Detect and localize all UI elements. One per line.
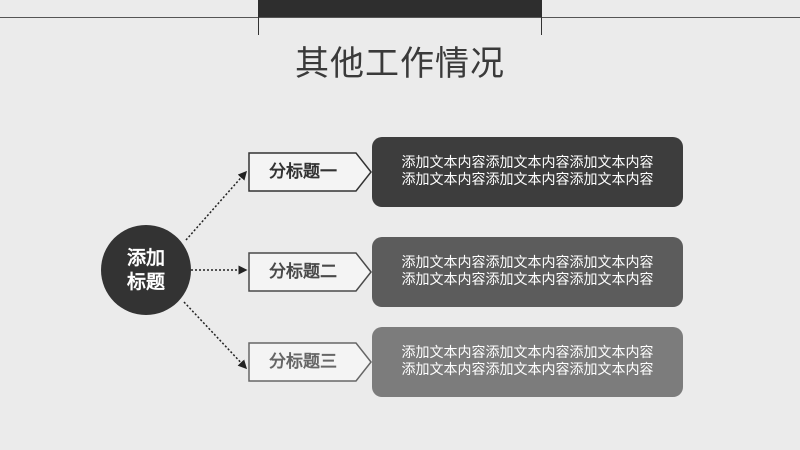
header-rule [0,17,800,18]
content-line-1: 添加文本内容添加文本内容添加文本内容 [401,255,654,271]
header-tick-right [541,17,542,35]
subtitle-tag-3: 分标题三 [248,342,372,382]
content-box-2: 添加文本内容添加文本内容添加文本内容 添加文本内容添加文本内容添加文本内容 [372,237,683,307]
arrow-tag-shape [248,252,372,292]
subtitle-label: 分标题一 [269,162,337,182]
content-line-1: 添加文本内容添加文本内容添加文本内容 [401,345,654,361]
subtitle-tag-1: 分标题一 [248,152,372,192]
content-line-1: 添加文本内容添加文本内容添加文本内容 [401,155,654,171]
content-line-2: 添加文本内容添加文本内容添加文本内容 [401,172,654,188]
content-box-1: 添加文本内容添加文本内容添加文本内容 添加文本内容添加文本内容添加文本内容 [372,137,683,207]
header-tick-left [258,17,259,35]
center-line-1: 添加 [126,247,165,269]
subtitle-tag-2: 分标题二 [248,252,372,292]
connector-3 [183,301,248,370]
header-bar [258,0,542,17]
connector-1 [185,170,247,241]
page-title: 其他工作情况 [295,44,505,84]
content-line-2: 添加文本内容添加文本内容添加文本内容 [401,272,654,288]
subtitle-label: 分标题二 [269,262,337,282]
subtitle-label: 分标题三 [269,352,337,372]
center-line-2: 标题 [126,271,165,293]
content-box-3: 添加文本内容添加文本内容添加文本内容 添加文本内容添加文本内容添加文本内容 [372,327,683,397]
content-line-2: 添加文本内容添加文本内容添加文本内容 [401,362,654,378]
center-topic: 添加标题 [101,225,191,315]
arrow-tag-shape [248,152,372,192]
arrow-tag-shape [248,342,372,382]
